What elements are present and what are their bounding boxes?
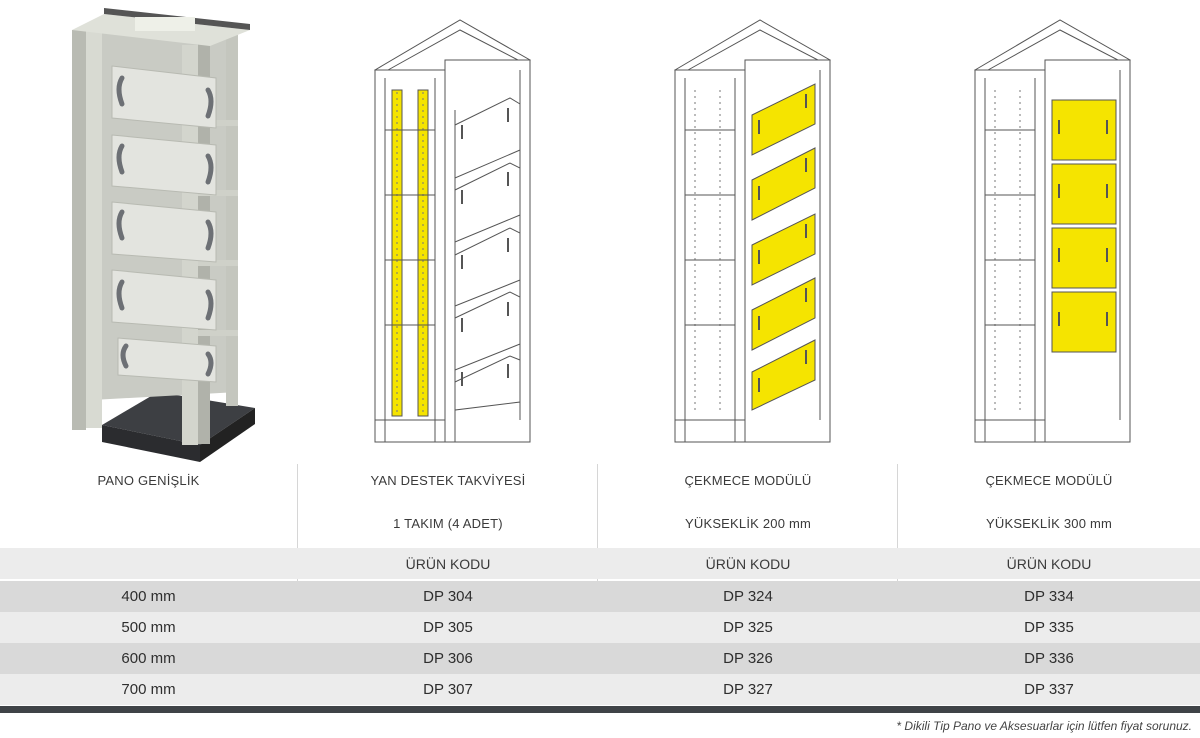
table-row: 500 mm DP 305 DP 325 DP 335	[0, 612, 1200, 643]
code-label: ÜRÜN KODU	[705, 556, 791, 572]
code-cell: DP 305	[423, 619, 473, 636]
width-cell: 400 mm	[121, 588, 176, 605]
code-cell: DP 336	[1024, 650, 1074, 667]
code-cell: DP 324	[723, 588, 773, 605]
column-divider	[897, 464, 898, 582]
footnote: * Dikili Tip Pano ve Aksesuarlar için lü…	[896, 719, 1192, 733]
table-row: 700 mm DP 307 DP 327 DP 337	[0, 674, 1200, 705]
subheader-side-support: 1 TAKIM (4 ADET)	[393, 516, 503, 531]
table-row: 400 mm DP 304 DP 324 DP 334	[0, 581, 1200, 612]
width-cell: 500 mm	[121, 619, 176, 636]
code-cell: DP 335	[1024, 619, 1074, 636]
width-cell: 600 mm	[121, 650, 176, 667]
code-cell: DP 337	[1024, 681, 1074, 698]
subheader-drawer-300: YÜKSEKLİK 300 mm	[985, 516, 1113, 531]
code-cell: DP 326	[723, 650, 773, 667]
product-illustrations	[40, 0, 1150, 462]
code-cell: DP 325	[723, 619, 773, 636]
header-drawer-300: ÇEKMECE MODÜLÜ	[985, 473, 1113, 488]
code-label-row: ÜRÜN KODU ÜRÜN KODU ÜRÜN KODU	[0, 548, 1200, 579]
drawer-200-drawing	[660, 0, 850, 462]
side-support-drawing	[360, 0, 550, 462]
code-cell: DP 327	[723, 681, 773, 698]
header-drawer-200: ÇEKMECE MODÜLÜ	[684, 473, 812, 488]
code-cell: DP 304	[423, 588, 473, 605]
header-width: PANO GENİŞLİK	[97, 473, 200, 488]
column-divider	[597, 464, 598, 582]
code-cell: DP 307	[423, 681, 473, 698]
code-cell: DP 306	[423, 650, 473, 667]
column-divider	[297, 464, 298, 582]
drawer-300-drawing	[960, 0, 1150, 462]
table-row: 600 mm DP 306 DP 326 DP 336	[0, 643, 1200, 674]
code-label: ÜRÜN KODU	[1006, 556, 1092, 572]
code-cell: DP 334	[1024, 588, 1074, 605]
cabinet-photo	[40, 0, 270, 462]
width-cell: 700 mm	[121, 681, 176, 698]
bottom-bar	[0, 706, 1200, 713]
header-side-support: YAN DESTEK TAKVİYESİ	[370, 473, 526, 488]
subheader-drawer-200: YÜKSEKLİK 200 mm	[684, 516, 812, 531]
code-label: ÜRÜN KODU	[405, 556, 491, 572]
